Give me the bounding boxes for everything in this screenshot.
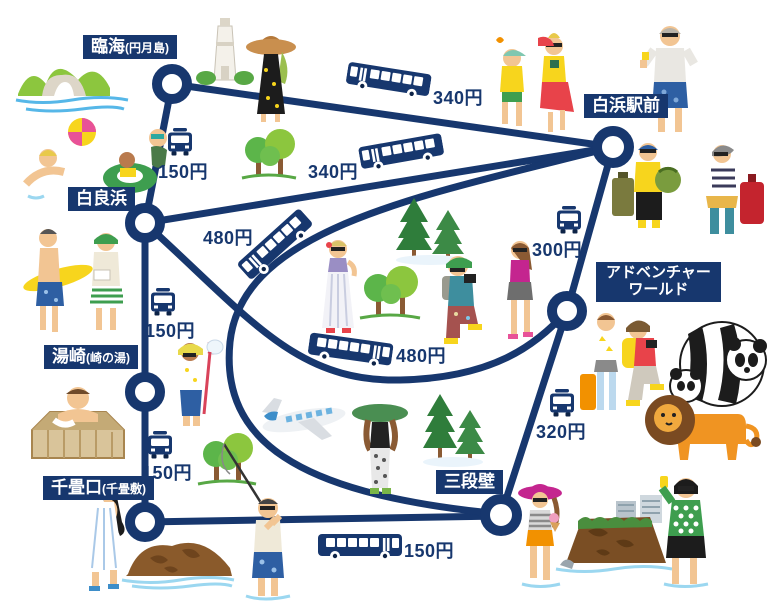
icecream-woman-illustration [518, 484, 562, 588]
senjojiki-rocks-illustration [121, 542, 235, 590]
airplane-illustration [262, 398, 346, 440]
fare-station-sandanbeki: 480円 [203, 228, 254, 248]
node-yuzaki [125, 372, 165, 412]
node-senjoguchi [125, 502, 165, 542]
station-label-senjoguchi: 千畳口(千畳敷) [43, 476, 154, 501]
pine-trees-illustration [423, 394, 485, 467]
suitcase-travelers-illustration [612, 143, 764, 234]
station-label-shirahama-station: 白浜駅前 [584, 94, 668, 119]
fisherman-illustration [221, 443, 291, 601]
fare-senjoguchi-sandanbeki: 150円 [404, 541, 455, 561]
bus-side-icon [318, 532, 402, 567]
lighthouse-illustration [196, 18, 254, 85]
bus-front-icon [556, 206, 582, 239]
fare-shirarahama-yuzaki: 150円 [145, 321, 196, 341]
route-station-adventure [563, 146, 617, 312]
bus-front-icon [167, 128, 193, 161]
fare-shirarahama-adventure: 480円 [396, 346, 447, 366]
swimmers-illustration [23, 118, 167, 202]
sunhat-woman-illustration [246, 36, 296, 122]
engetsu-island-illustration [15, 68, 129, 113]
photographer-illustration [442, 256, 482, 344]
trees-illustration [241, 129, 297, 180]
node-shirahama-station [592, 126, 634, 168]
route-adventure-sandanbeki [497, 309, 571, 517]
hiker-pair-illustration [580, 313, 664, 410]
node-rinkai [152, 64, 192, 104]
station-label-rinkai: 臨海(円月島) [83, 35, 177, 60]
node-adventure-world [547, 291, 587, 331]
net-girl-illustration [178, 339, 224, 426]
lion-illustration [645, 395, 761, 460]
trees-illustration [359, 266, 421, 320]
node-shirarahama [125, 203, 165, 243]
route-shirarahama-station [144, 143, 614, 227]
white-dress-woman-illustration [322, 240, 357, 333]
station-label-shirarahama: 白良浜 [68, 187, 135, 212]
fare-shirarahama-station: 340円 [308, 162, 359, 182]
green-hat-woman-illustration [352, 404, 408, 494]
pandas-illustration [669, 321, 767, 407]
green-shirt-man-illustration [658, 476, 709, 588]
station-label-sandanbeki: 三段壁 [436, 470, 503, 495]
fare-rinkai-station: 340円 [433, 88, 484, 108]
surfer-pair-illustration [23, 229, 123, 332]
route-station-sandanbeki-curve [225, 143, 614, 516]
sandanbeki-cliff-illustration [555, 495, 673, 573]
dancing-pair-illustration [496, 33, 574, 132]
fare-adventure-sandanbeki: 320円 [536, 422, 587, 442]
onsen-bath-illustration [31, 387, 125, 459]
route-shirarahama-adventure-curve [142, 220, 570, 384]
station-label-yuzaki: 湯崎(崎の湯) [44, 345, 138, 370]
route-senjoguchi-sandanbeki [144, 512, 502, 526]
station-label-adventure-world: アドベンチャー ワールド [596, 262, 721, 302]
pine-trees-illustration [396, 198, 464, 265]
fare-station-adventure: 300円 [532, 240, 583, 260]
node-sandanbeki [480, 494, 522, 536]
route-rinkai-station [171, 80, 614, 151]
fare-yuzaki-senjoguchi: 150円 [142, 463, 193, 483]
walking-woman-illustration [507, 241, 533, 339]
beach-man-illustration [640, 26, 698, 132]
fare-rinkai-shirarahama: 150円 [158, 162, 209, 182]
